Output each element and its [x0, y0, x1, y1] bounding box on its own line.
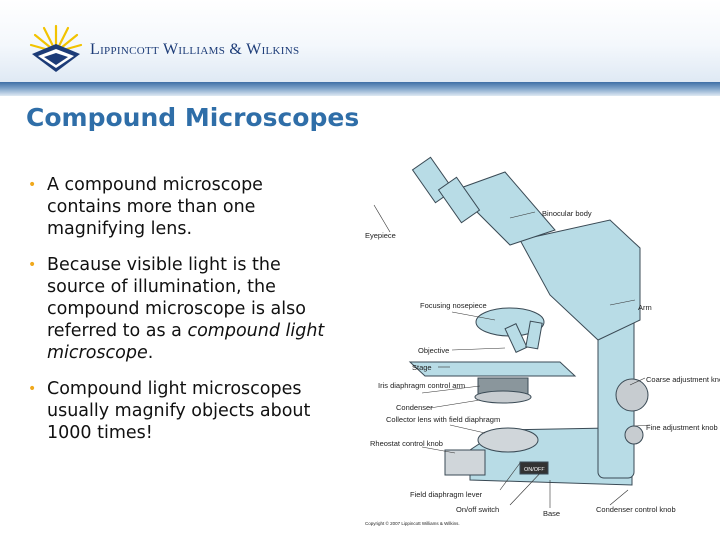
- label-stage: Stage: [412, 363, 432, 372]
- bullet-item: • Because visible light is the source of…: [26, 255, 326, 364]
- bullet-icon: •: [28, 257, 37, 274]
- label-on-off-switch: On/off switch: [456, 505, 499, 514]
- label-fine-knob: Fine adjustment knob: [646, 423, 718, 432]
- label-condenser-control-knob: Condenser control knob: [596, 505, 676, 514]
- bullet-item: • Compound light microscopes usually mag…: [26, 379, 326, 444]
- bullet-text-end: .: [147, 342, 154, 363]
- label-base: Base: [543, 509, 560, 518]
- bullet-italic-term: compound light microscope: [47, 320, 325, 363]
- bullet-item: • A compound microscope contains more th…: [26, 175, 326, 240]
- label-leader-lines: [373, 204, 651, 508]
- microscope-drawing: [408, 156, 649, 486]
- on-off-plate-label: ON/OFF: [524, 467, 545, 473]
- bullet-list: • A compound microscope contains more th…: [26, 175, 326, 460]
- microscope-diagram: ON/OFF Eyepiece Binocular body Focusing …: [365, 156, 720, 526]
- label-condenser: Condenser: [396, 403, 433, 412]
- label-objective: Objective: [418, 346, 449, 355]
- label-coarse-knob: Coarse adjustment knob: [646, 375, 720, 384]
- label-iris-diaphragm: Iris diaphragm control arm: [378, 381, 465, 390]
- label-focusing-nosepiece: Focusing nosepiece: [420, 301, 487, 310]
- header-banner: Lippincott Williams & Wilkins: [0, 0, 720, 82]
- label-binocular-body: Binocular body: [542, 209, 592, 218]
- label-arm: Arm: [638, 303, 652, 312]
- label-eyepiece: Eyepiece: [365, 231, 396, 240]
- label-rheostat: Rheostat control knob: [370, 439, 443, 448]
- label-field-diaphragm-lever: Field diaphragm lever: [410, 490, 483, 499]
- publisher-name: Lippincott Williams & Wilkins: [90, 41, 300, 58]
- slide-title: Compound Microscopes: [26, 103, 360, 132]
- bullet-text: Compound light microscopes usually magni…: [47, 379, 311, 443]
- bullet-icon: •: [28, 381, 37, 398]
- bullet-text: Because visible light is the source of i…: [47, 255, 306, 341]
- header-divider-band: [0, 82, 720, 96]
- publisher-logo-icon: [29, 24, 83, 72]
- bullet-icon: •: [28, 177, 37, 193]
- label-copyright: Copyright © 2007 Lippincott Williams & W…: [365, 520, 460, 526]
- label-collector-lens: Collector lens with field diaphragm: [386, 415, 500, 424]
- bullet-text: A compound microscope contains more than…: [47, 175, 263, 239]
